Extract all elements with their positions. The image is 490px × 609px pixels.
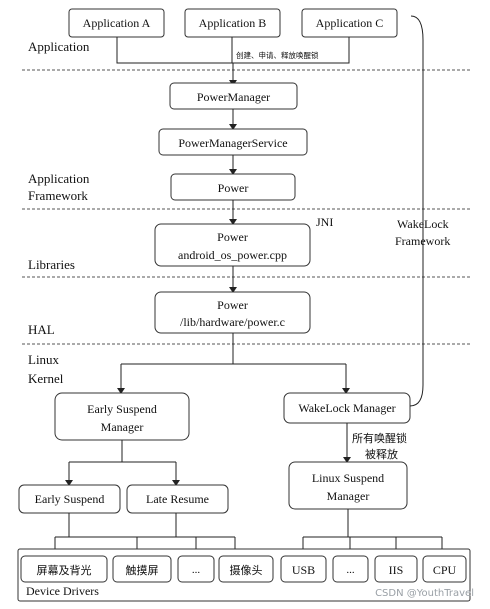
application-a-label: Application A — [83, 16, 151, 30]
layer-label-application: Application — [28, 39, 90, 54]
arrow-head-to-early-suspend-manager — [117, 388, 125, 394]
usb-driver-box — [280, 555, 327, 583]
powermanager-label: PowerManager — [197, 90, 270, 104]
cpu-driver-label: CPU — [433, 563, 457, 577]
arrow-head-to-powermanagerservice — [229, 124, 237, 130]
cpu-driver-box — [422, 555, 467, 583]
wakelock-framework-brace — [409, 15, 424, 407]
usb-driver-label: USB — [292, 563, 315, 577]
dots-driver-2-label: ... — [346, 564, 355, 576]
arrow-head-to-early-suspend — [65, 480, 73, 486]
linux-suspend-manager-label-line2: Manager — [327, 489, 370, 503]
layer-label-hal: HAL — [28, 322, 55, 337]
wakelock-manager-label: WakeLock Manager — [298, 401, 395, 415]
late-resume-box — [126, 484, 229, 514]
early-suspend-manager-label-line1: Early Suspend — [87, 402, 157, 416]
iis-driver-label: IIS — [389, 563, 404, 577]
layer-label-linux-line1: Linux — [28, 352, 60, 367]
wakelock-framework-label-line2: Framework — [395, 234, 450, 248]
early-suspend-manager-label-line2: Manager — [101, 420, 144, 434]
dots-driver-2-box — [332, 555, 369, 583]
late-resume-label: Late Resume — [146, 492, 209, 506]
layer-label-linux-line2: Kernel — [28, 371, 64, 386]
touchscreen-driver-label: 触摸屏 — [126, 563, 159, 577]
layer-label-app-framework-line1: Application — [28, 171, 90, 186]
power-jni-label-line2: android_os_power.cpp — [178, 248, 287, 262]
all-wakelocks-released-label-line2: 被释放 — [365, 447, 398, 461]
application-b-label: Application B — [199, 16, 267, 30]
power-hal-label-line2: /lib/hardware/power.c — [180, 315, 285, 329]
camera-driver-box — [218, 555, 274, 583]
watermark: CSDN @YouthTravel — [375, 588, 474, 599]
power-framework-label: Power — [218, 181, 249, 195]
arrow-head-to-power — [229, 169, 237, 175]
arrow-head-to-power-hal — [229, 287, 237, 293]
application-c-label: Application C — [316, 16, 384, 30]
camera-driver-label: 摄像头 — [230, 563, 263, 577]
layer-label-app-framework-line2: Framework — [28, 188, 88, 203]
arrow-head-to-wakelock-manager — [342, 388, 350, 394]
power-jni-label-line1: Power — [217, 230, 248, 244]
dots-driver-1-label: ... — [192, 564, 201, 576]
jni-label: JNI — [316, 215, 333, 229]
powermanagerservice-label: PowerManagerService — [178, 136, 287, 150]
screen-backlight-driver-label: 屏幕及背光 — [37, 563, 92, 577]
all-wakelocks-released-label-line1: 所有唤醒锁 — [352, 431, 407, 445]
layer-label-libraries: Libraries — [28, 257, 75, 272]
iis-driver-box — [374, 555, 418, 583]
power-hal-label-line1: Power — [217, 298, 248, 312]
early-suspend-label: Early Suspend — [35, 492, 105, 506]
arrow-head-to-power-jni — [229, 219, 237, 225]
arrow-head-to-linux-suspend-manager — [343, 457, 351, 463]
dots-driver-1-box — [177, 555, 215, 583]
wakelock-framework-label-line1: WakeLock — [397, 217, 449, 231]
device-drivers-label: Device Drivers — [26, 584, 99, 598]
arrow-head-to-late-resume — [172, 480, 180, 486]
create-request-release-wakelock-label: 创建、申请、释放唤醒锁 — [236, 50, 319, 60]
linux-suspend-manager-label-line1: Linux Suspend — [312, 471, 384, 485]
touchscreen-driver-box — [112, 555, 172, 583]
screen-backlight-driver-box — [20, 555, 108, 583]
